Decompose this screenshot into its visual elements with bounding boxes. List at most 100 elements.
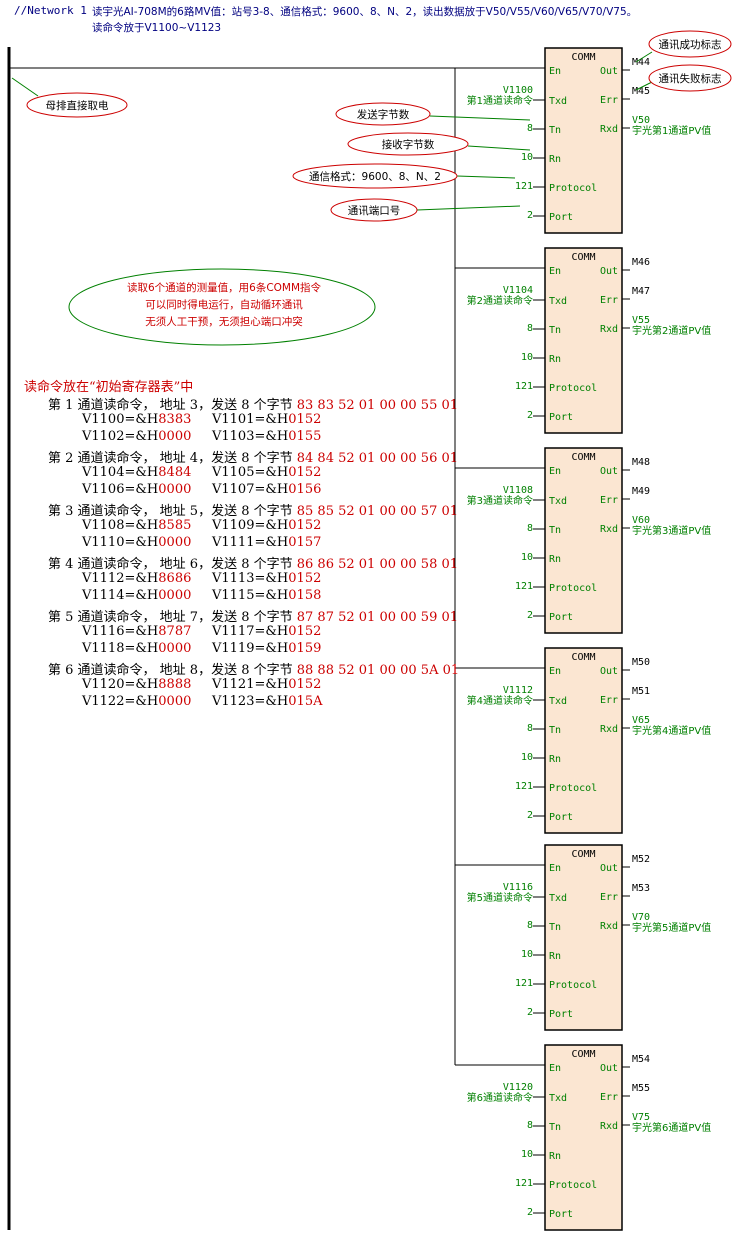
pin-label: Out xyxy=(600,666,618,677)
register-entry: V1114=&H0000 xyxy=(82,588,191,603)
pin-label: Err xyxy=(600,695,618,706)
callout-ellipse xyxy=(347,132,469,156)
pin-label: Port xyxy=(549,1009,573,1020)
comm-box xyxy=(544,247,623,434)
register-value: 8484 xyxy=(158,465,192,480)
pin-label: Protocol xyxy=(549,383,597,394)
comm-title: COMM xyxy=(571,52,595,63)
txd-var: V1100 xyxy=(503,85,533,96)
register-value: 0152 xyxy=(288,412,322,427)
register-key: V1111=&H xyxy=(212,535,289,550)
callout-ellipse xyxy=(292,163,458,189)
register-value: 0000 xyxy=(158,482,192,497)
comm-box xyxy=(544,647,623,834)
callout-text: 通讯失败标志 xyxy=(659,72,722,85)
pin-label: Protocol xyxy=(549,583,597,594)
protocol-value: 121 xyxy=(515,381,533,392)
rxd-var: V60 xyxy=(632,515,650,526)
register-value: 0000 xyxy=(158,535,192,550)
register-entry: V1104=&H8484 xyxy=(82,465,191,480)
pin-label: Tn xyxy=(549,725,561,736)
pin-label: Rxd xyxy=(600,724,618,735)
port-value: 2 xyxy=(527,1207,533,1218)
pin-label: Out xyxy=(600,863,618,874)
tn-value: 8 xyxy=(527,123,533,134)
rn-value: 10 xyxy=(521,152,533,163)
register-entry: V1112=&H8686 xyxy=(82,571,191,586)
channel-command-desc: 第 2 通道读命令， 地址 4，发送 8 个字节 xyxy=(48,451,297,466)
comm-block-5: COMMEnTxdTnRnProtocolPortV1116第5通道读命令810… xyxy=(455,844,711,1031)
channel-command-bytes: 83 83 52 01 00 00 55 01 xyxy=(296,398,459,413)
callout-text: 通讯成功标志 xyxy=(659,38,722,51)
pin-label: Port xyxy=(549,612,573,623)
pin-label: En xyxy=(549,266,561,277)
protocol-value: 121 xyxy=(515,181,533,192)
channel-command-desc: 第 1 通道读命令， 地址 3，发送 8 个字节 xyxy=(48,398,297,413)
pin-label: En xyxy=(549,863,561,874)
register-entry: V1118=&H0000 xyxy=(82,641,191,656)
rxd-var: V70 xyxy=(632,912,650,923)
register-key: V1109=&H xyxy=(212,518,289,533)
txd-label: 第4通道读命令 xyxy=(467,694,533,707)
channel-command-bytes: 85 85 52 01 00 00 57 01 xyxy=(296,504,459,519)
rn-value: 10 xyxy=(521,752,533,763)
callout-text: 母排直接取电 xyxy=(46,99,109,112)
pin-label: Protocol xyxy=(549,1180,597,1191)
pin-label: En xyxy=(549,666,561,677)
register-key: V1115=&H xyxy=(212,588,289,603)
rxd-var: V55 xyxy=(632,315,650,326)
callout-ellipse xyxy=(330,198,418,222)
pin-label: Protocol xyxy=(549,783,597,794)
channel-command-line: 第 2 通道读命令， 地址 4，发送 8 个字节 84 84 52 01 00 … xyxy=(48,447,458,466)
port-value: 2 xyxy=(527,810,533,821)
comm-block-2: COMMEnTxdTnRnProtocolPortV1104第2通道读命令810… xyxy=(455,247,711,434)
pin-label: Err xyxy=(600,892,618,903)
register-key: V1106=&H xyxy=(82,482,159,497)
pin-label: Port xyxy=(549,412,573,423)
rxd-label: 宇光第2通道PV值 xyxy=(632,324,711,337)
rn-value: 10 xyxy=(521,352,533,363)
register-entry: V1105=&H0152 xyxy=(212,465,321,480)
register-key: V1108=&H xyxy=(82,518,159,533)
callout-bus-power: 母排直接取电 xyxy=(11,77,128,118)
register-key: V1119=&H xyxy=(212,641,289,656)
pin-label: Tn xyxy=(549,525,561,536)
register-value: 0152 xyxy=(288,624,322,639)
register-key: V1116=&H xyxy=(82,624,159,639)
comm-title: COMM xyxy=(571,252,595,263)
register-value: 0159 xyxy=(288,641,322,656)
tn-value: 8 xyxy=(527,920,533,931)
pin-label: Tn xyxy=(549,1122,561,1133)
comm-block-4: COMMEnTxdTnRnProtocolPortV1112第4通道读命令810… xyxy=(455,647,711,834)
notes-title: 读命令放在“初始寄存器表”中 xyxy=(24,380,194,395)
leader-line xyxy=(635,81,653,91)
callout-comm-format: 通信格式：9600、8、N、2 xyxy=(292,163,516,189)
rxd-var: V75 xyxy=(632,1112,650,1123)
comm-title: COMM xyxy=(571,452,595,463)
register-key: V1121=&H xyxy=(212,677,289,692)
register-value: 0156 xyxy=(288,482,322,497)
register-entry: V1110=&H0000 xyxy=(82,535,191,550)
pin-label: Tn xyxy=(549,325,561,336)
register-entry: V1103=&H0155 xyxy=(212,429,321,444)
channel-command-bytes: 86 86 52 01 00 00 58 01 xyxy=(296,557,459,572)
callout-big-note: 读取6个通道的测量值，用6条COMM指令可以同时得电运行，自动循环通讯无须人工干… xyxy=(68,268,376,346)
comm-box xyxy=(544,447,623,634)
leader-line xyxy=(429,115,531,121)
rn-value: 10 xyxy=(521,552,533,563)
register-entry: V1115=&H0158 xyxy=(212,588,321,603)
register-value: 0155 xyxy=(288,429,322,444)
register-value: 8585 xyxy=(158,518,192,533)
register-key: V1117=&H xyxy=(212,624,289,639)
register-value: 0152 xyxy=(288,518,322,533)
rxd-var: V50 xyxy=(632,115,650,126)
callout-ellipse xyxy=(648,64,732,92)
pin-label: En xyxy=(549,1063,561,1074)
register-value: 8787 xyxy=(158,624,192,639)
pin-label: Port xyxy=(549,812,573,823)
pin-label: Rn xyxy=(549,754,561,765)
register-value: 0000 xyxy=(158,694,192,709)
output-coil: M51 xyxy=(632,686,650,697)
comm-blocks: COMMEnTxdTnRnProtocolPortV1100第1通道读命令810… xyxy=(455,47,711,1231)
pin-label: Txd xyxy=(549,1093,567,1104)
